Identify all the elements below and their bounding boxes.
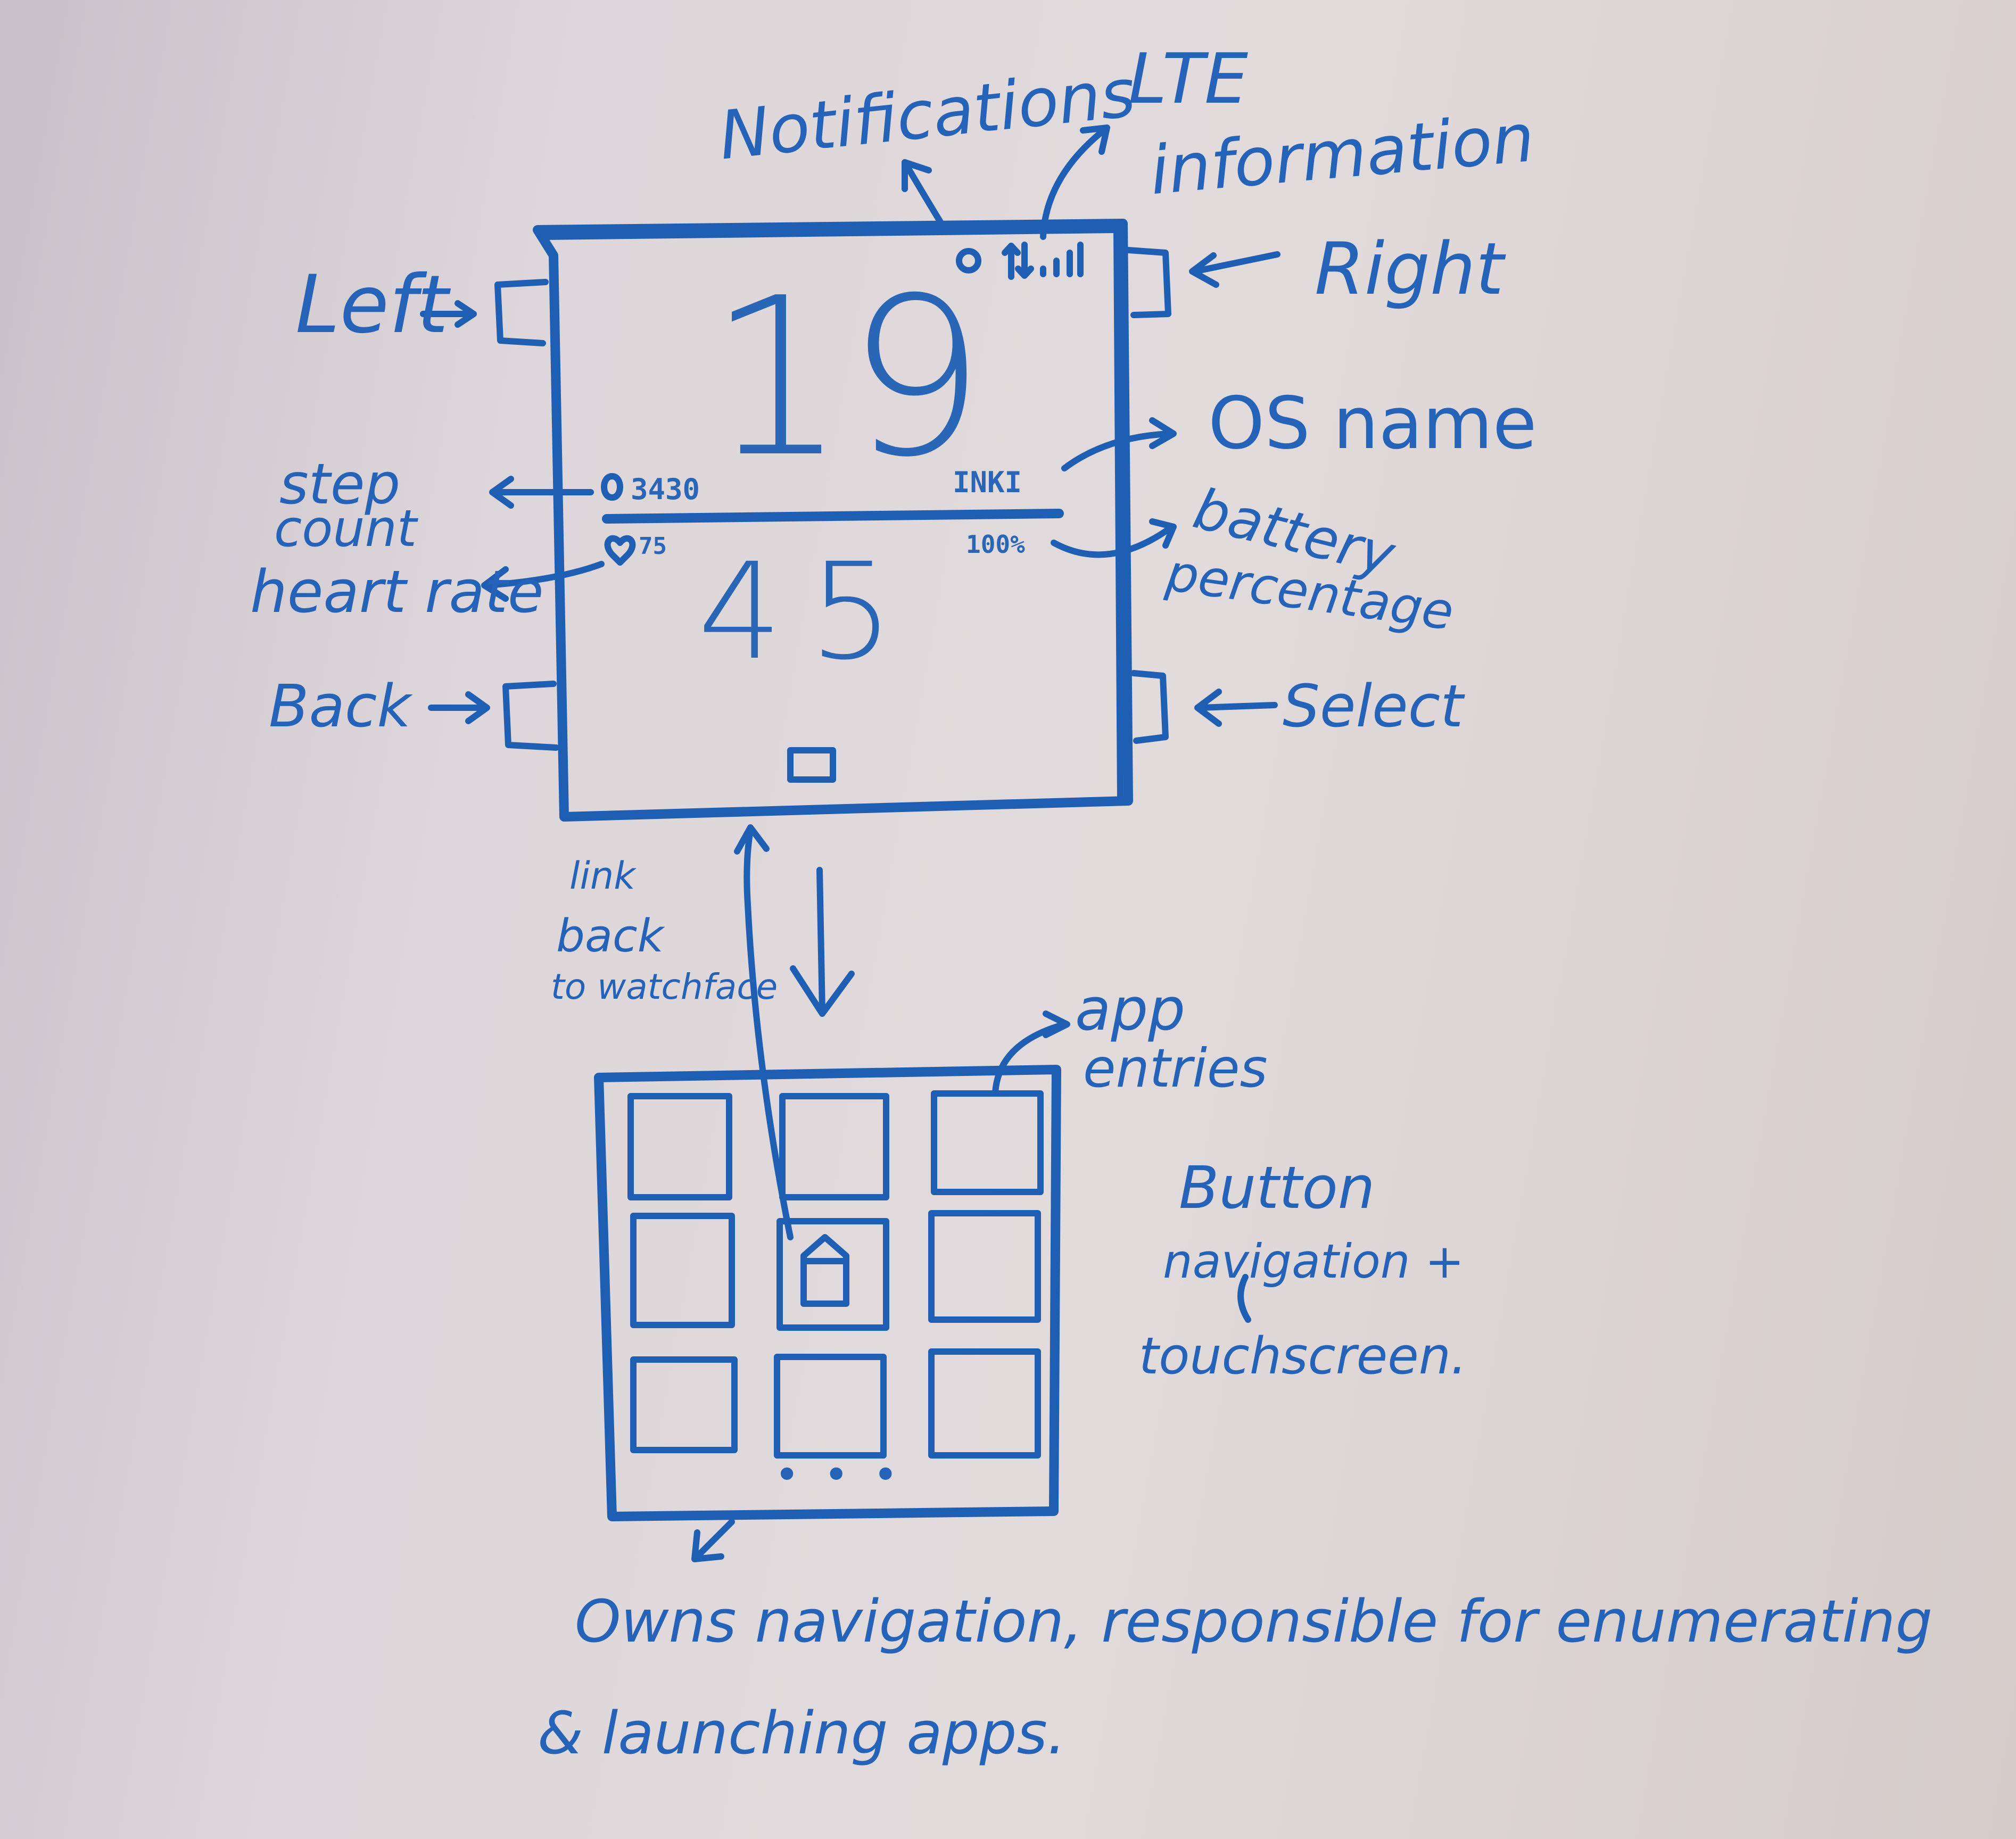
watch-outline [533,219,1133,822]
left-button [494,279,549,346]
step-count-value: 3430 [631,473,700,506]
launcher-pager-dots: • • • [774,1450,904,1500]
home-indicator-icon [787,747,836,783]
label-os-name: OS name [1208,382,1537,465]
app-tile [774,1354,887,1459]
down-arrow [790,867,855,1017]
label-app-entries-1: app [1075,975,1186,1043]
app-tile [630,1213,735,1328]
lte-arrows-icon [1002,242,1034,280]
link-back-line [734,824,794,1240]
label-footer-1: Owns navigation, responsible for enumera… [575,1587,1933,1655]
watchface-hour: 19 [708,251,986,505]
app-tile-home [776,1218,889,1331]
label-step-count-2: count [274,500,417,558]
battery-value: 100% [966,530,1025,559]
label-left: Left [295,259,449,351]
label-link-back-3: to watchface [551,966,778,1007]
label-lte-1: LTE [1128,38,1249,119]
notification-icon [956,248,981,274]
app-tile [627,1093,732,1200]
label-app-entries-2: entries [1083,1037,1268,1099]
label-nav-3: touchscreen. [1139,1327,1467,1386]
app-tile [928,1348,1041,1459]
label-nav-1: Button [1179,1154,1375,1222]
watchface-divider [602,509,1064,524]
home-icon [800,1234,849,1307]
heart-icon [604,535,636,566]
signal-bars-icon [1040,242,1084,277]
step-icon [601,473,623,501]
label-link-back-1: link [569,854,635,898]
app-tile [779,1093,889,1200]
select-button [1130,670,1169,744]
launcher-outline [594,1065,1061,1521]
label-select: Select [1283,672,1464,740]
label-heart-rate: heart rate [250,558,544,626]
label-right: Right [1315,227,1504,311]
back-button [502,681,559,751]
right-button [1125,247,1171,318]
label-step-count-1: step [279,452,401,517]
label-footer-2: & launching apps. [538,1699,1066,1767]
app-tile [931,1090,1044,1195]
watchface-minute: 45 [697,534,921,689]
label-nav-2: navigation + [1163,1234,1465,1289]
label-link-back-2: back [556,910,664,963]
heart-rate-value: 75 [639,533,667,560]
app-tile [630,1356,738,1453]
os-name-value: INKI [953,466,1022,499]
app-tile [928,1210,1041,1323]
label-back: Back [269,672,411,740]
